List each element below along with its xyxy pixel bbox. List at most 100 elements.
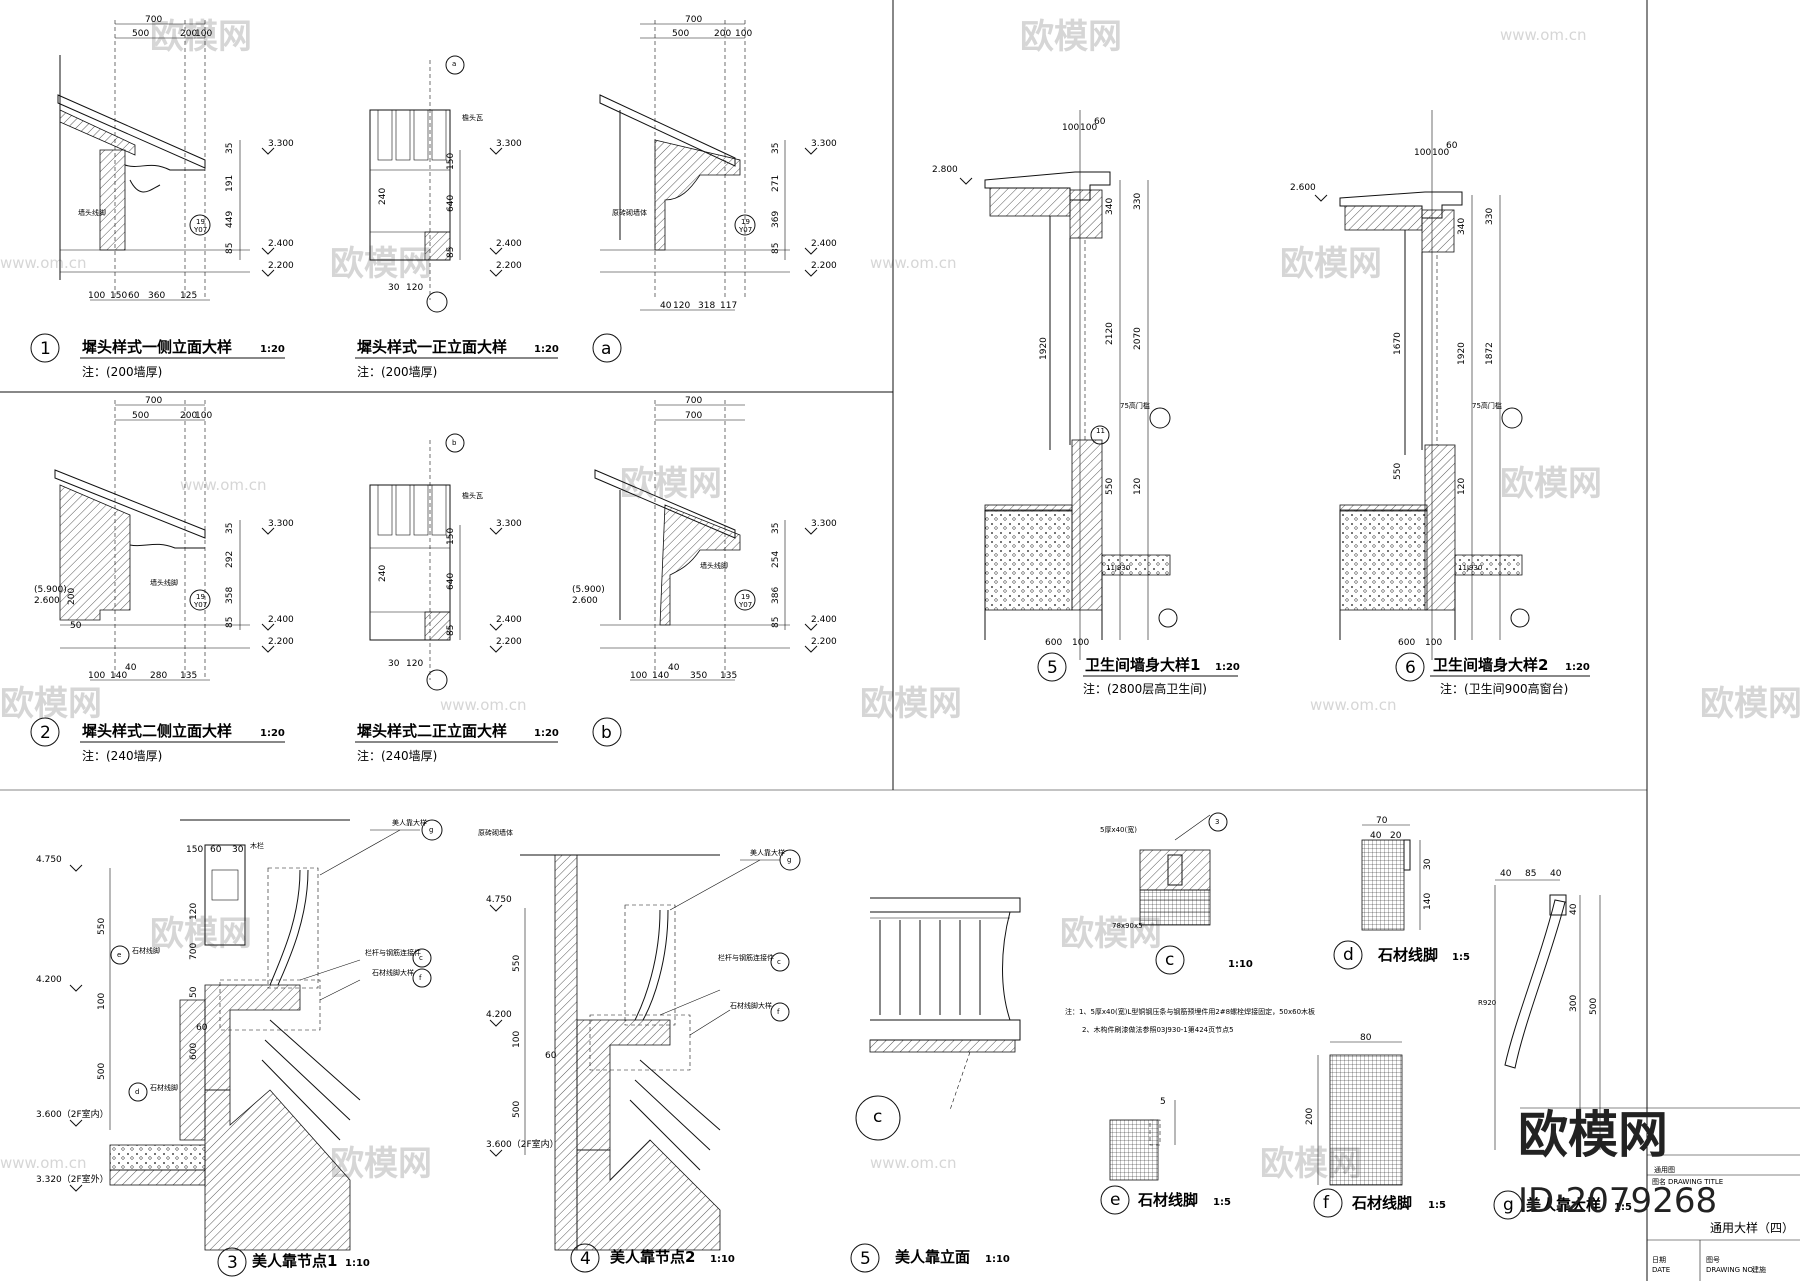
svg-text:2070: 2070 <box>1133 327 1143 350</box>
svg-text:Y07: Y07 <box>738 226 752 234</box>
svg-text:449: 449 <box>225 211 235 228</box>
detail-1-front-elevation: a 150 640 85 3.300 2.400 2.200 30 120 24… <box>369 55 522 313</box>
detail-f-stone-molding: 80 200 f 石材线脚 1:5 <box>1305 1033 1446 1218</box>
detail-c-connector: 3 5厚x40(宽) 78x90x5 c 1:10 注：1、5厚x40(宽)L型… <box>1065 812 1315 1034</box>
title-row-2: 2 墀头样式二侧立面大样 1:20 注：(240墙厚) 墀头样式二正立面大样 1… <box>30 717 622 763</box>
detail-2-side-elevation: 700 500 200 100 35 292 358 85 3.300 2.40… <box>34 396 294 681</box>
svg-text:700: 700 <box>685 396 702 406</box>
brand-logo: 欧模网 ID:2079268 <box>1518 1106 1717 1221</box>
svg-text:35: 35 <box>771 143 781 154</box>
svg-text:85: 85 <box>771 617 781 628</box>
svg-text:19: 19 <box>741 593 750 601</box>
watermark-text: 欧模网 <box>150 17 252 57</box>
svg-text:R920: R920 <box>1478 999 1496 1007</box>
svg-text:2.200: 2.200 <box>811 261 837 271</box>
svg-text:3.600（2F室内）: 3.600（2F室内） <box>36 1108 109 1120</box>
svg-text:85: 85 <box>225 617 235 628</box>
svg-text:200: 200 <box>67 588 77 605</box>
svg-text:300: 300 <box>1569 995 1579 1012</box>
svg-text:b: b <box>452 439 457 447</box>
svg-text:100: 100 <box>1414 148 1431 158</box>
svg-text:19: 19 <box>196 218 205 226</box>
svg-text:500: 500 <box>1589 998 1599 1015</box>
svg-text:11J930: 11J930 <box>1106 564 1130 572</box>
detail-5-bathroom-wall-section: 100 100 60 2.800 340 2120 550 330 2070 1… <box>932 110 1178 660</box>
svg-text:271: 271 <box>771 175 781 192</box>
svg-text:3.300: 3.300 <box>268 139 294 149</box>
svg-text:注：(200墙厚): 注：(200墙厚) <box>357 364 437 379</box>
svg-text:5: 5 <box>860 1249 871 1269</box>
svg-text:1: 1 <box>40 339 51 359</box>
detail-d-stone-molding: 70 40 20 30 140 d 石材线脚 1:5 <box>1333 816 1470 970</box>
svg-text:美人靠节点1: 美人靠节点1 <box>252 1252 337 1270</box>
svg-text:墙头线脚: 墙头线脚 <box>150 578 178 587</box>
svg-text:g: g <box>787 856 791 864</box>
svg-text:358: 358 <box>225 587 235 604</box>
svg-text:c: c <box>419 954 423 962</box>
svg-text:254: 254 <box>771 551 781 568</box>
svg-text:600: 600 <box>1045 638 1062 648</box>
svg-text:石材线脚: 石材线脚 <box>1137 1191 1198 1209</box>
svg-text:500: 500 <box>132 29 149 39</box>
svg-text:b: b <box>601 723 612 743</box>
svg-text:30: 30 <box>388 659 400 669</box>
svg-text:330: 330 <box>1133 193 1143 210</box>
svg-text:石材线脚: 石材线脚 <box>132 946 160 955</box>
svg-text:美人靠节点2: 美人靠节点2 <box>610 1248 695 1266</box>
svg-text:1:5: 1:5 <box>1213 1197 1231 1208</box>
svg-text:35: 35 <box>225 523 235 534</box>
svg-text:700: 700 <box>145 396 162 406</box>
svg-text:1:5: 1:5 <box>1428 1200 1446 1211</box>
svg-text:100: 100 <box>1072 638 1089 648</box>
svg-text:120: 120 <box>1133 478 1143 495</box>
watermark-url: www.om.cn <box>440 696 527 714</box>
svg-text:a: a <box>601 339 611 359</box>
watermark-text: 欧模网 <box>330 244 432 284</box>
svg-text:150: 150 <box>110 291 127 301</box>
svg-text:2.400: 2.400 <box>496 239 522 249</box>
svg-text:石材线脚: 石材线脚 <box>1377 946 1438 964</box>
svg-text:卫生间墙身大样2: 卫生间墙身大样2 <box>1433 656 1548 674</box>
svg-text:1:10: 1:10 <box>1228 959 1253 970</box>
svg-text:100: 100 <box>1432 148 1449 158</box>
drawing-number-label: 图号 <box>1706 1256 1720 1264</box>
svg-text:85: 85 <box>446 247 456 258</box>
svg-text:140: 140 <box>110 671 127 681</box>
svg-text:700: 700 <box>189 943 199 960</box>
svg-text:140: 140 <box>652 671 669 681</box>
svg-text:640: 640 <box>446 195 456 212</box>
svg-text:3.300: 3.300 <box>496 519 522 529</box>
svg-text:200: 200 <box>180 411 197 421</box>
svg-text:70: 70 <box>1376 816 1388 826</box>
svg-text:4.200: 4.200 <box>486 1010 512 1020</box>
svg-text:600: 600 <box>189 1043 199 1060</box>
svg-text:60: 60 <box>196 1023 208 1033</box>
svg-text:3.300: 3.300 <box>268 519 294 529</box>
svg-text:40: 40 <box>668 663 680 673</box>
svg-text:100: 100 <box>630 671 647 681</box>
svg-text:550: 550 <box>1105 478 1115 495</box>
svg-text:200: 200 <box>714 29 731 39</box>
svg-text:美人靠大样: 美人靠大样 <box>750 848 785 857</box>
detail-number-bubble <box>1037 652 1067 682</box>
svg-text:500: 500 <box>672 29 689 39</box>
detail-number-bubble <box>30 333 60 363</box>
svg-text:2.200: 2.200 <box>496 261 522 271</box>
svg-text:1:20: 1:20 <box>260 344 285 355</box>
svg-text:a: a <box>452 60 456 68</box>
svg-text:60: 60 <box>210 845 222 855</box>
svg-text:注：(卫生间900高窗台): 注：(卫生间900高窗台) <box>1440 681 1568 696</box>
svg-text:60: 60 <box>1446 141 1458 151</box>
svg-text:原砖砌墙体: 原砖砌墙体 <box>612 208 647 217</box>
svg-text:墀头样式二正立面大样: 墀头样式二正立面大样 <box>357 722 507 740</box>
svg-text:3.320（2F室外）: 3.320（2F室外） <box>36 1173 109 1185</box>
svg-text:19: 19 <box>196 593 205 601</box>
svg-text:d: d <box>135 1088 139 1096</box>
svg-text:4.200: 4.200 <box>36 975 62 985</box>
svg-text:30: 30 <box>1423 858 1433 870</box>
detail-2-front-elevation: b 150 640 85 3.300 2.400 2.200 30 120 24… <box>369 433 522 691</box>
sheet-frame <box>0 0 1648 1281</box>
svg-text:Y07: Y07 <box>193 601 207 609</box>
svg-text:40: 40 <box>1370 831 1382 841</box>
